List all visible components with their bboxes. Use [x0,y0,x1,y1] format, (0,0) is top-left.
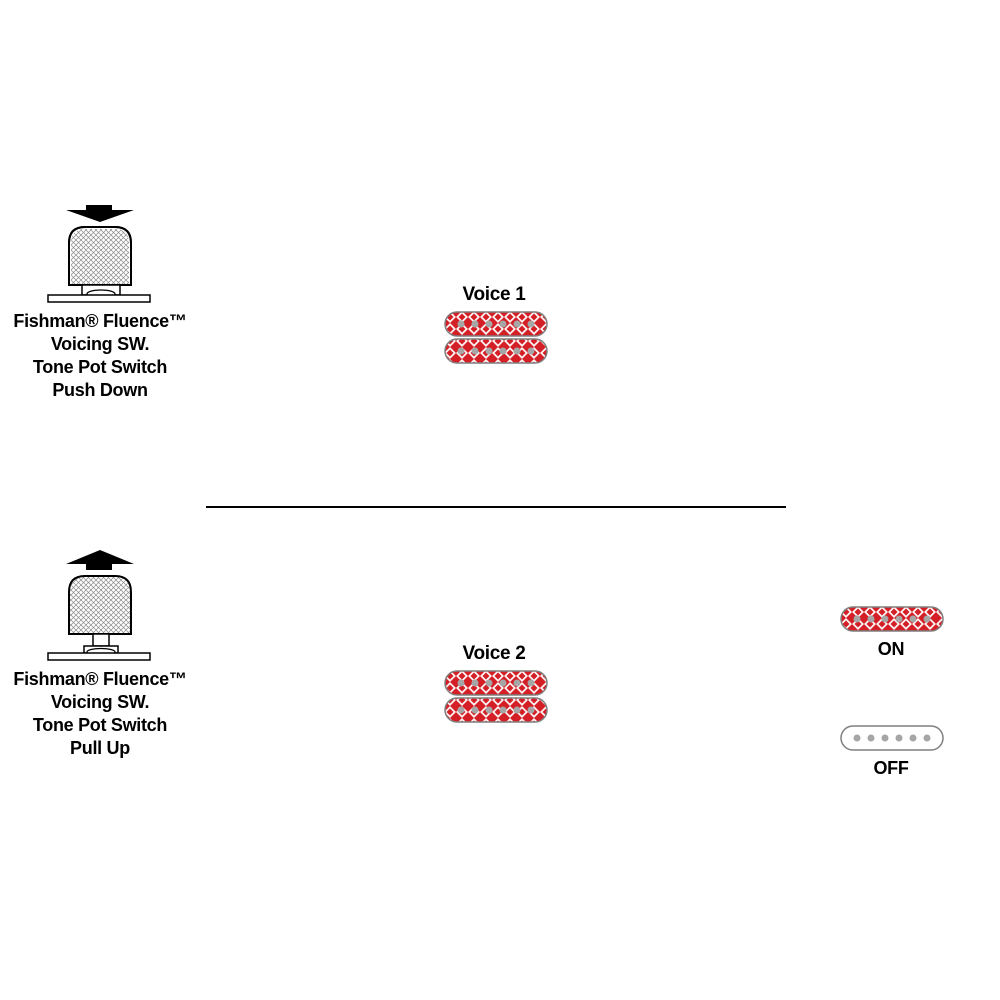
legend-on-label: ON [877,639,905,659]
voice-2-title: Voice 2 [462,643,526,664]
switch-label-line: Voicing SW. [50,692,150,712]
switch-label-line: Tone Pot Switch [32,715,168,735]
switch-label-line: Push Down [52,380,148,400]
legend-off-label: OFF [873,758,909,778]
section-divider [206,506,786,508]
switch-label-line: Fishman® Fluence™ [13,311,187,331]
coil-on-icon [444,311,548,337]
knurled-knob-icon [68,226,132,286]
pull-up-switch-illustration [46,550,156,662]
coil-on-icon [840,606,944,632]
switch-label-line: Voicing SW. [50,334,150,354]
legend-off-coil [840,725,946,753]
coil-off-icon [840,725,944,751]
coil-on-icon [444,670,548,696]
coil-on-icon [444,697,548,723]
push-down-switch-illustration [46,205,156,305]
legend-on-coil [840,606,946,634]
pull-up-switch-label: Fishman® Fluence™ Voicing SW. Tone Pot S… [0,668,200,760]
arrow-up-icon [66,550,134,570]
voice-2-humbucker [444,670,550,724]
switch-label-line: Tone Pot Switch [32,357,168,377]
arrow-down-icon [66,205,134,222]
push-down-switch-label: Fishman® Fluence™ Voicing SW. Tone Pot S… [0,310,200,402]
switch-label-line: Fishman® Fluence™ [13,669,187,689]
voice-1-humbucker [444,311,550,365]
voice-1-title: Voice 1 [462,284,526,305]
coil-on-icon [444,338,548,364]
switch-label-line: Pull Up [70,738,130,758]
knurled-knob-icon [68,575,132,635]
